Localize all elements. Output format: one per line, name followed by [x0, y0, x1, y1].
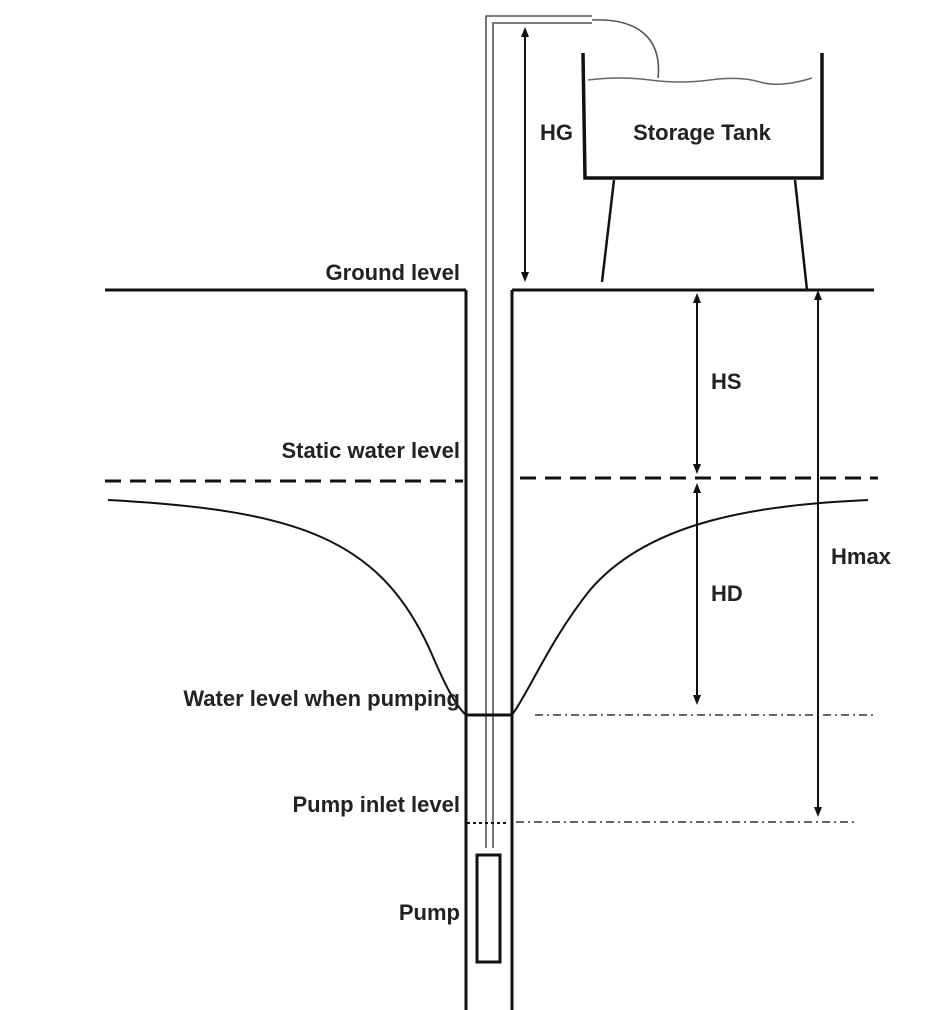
pump-body [475, 853, 502, 964]
storage-tank [581, 52, 824, 291]
hg-label: HG [540, 120, 573, 145]
hd-label: HD [711, 581, 743, 606]
ground-level-label: Ground level [326, 260, 460, 285]
storage-tank-label: Storage Tank [633, 120, 772, 145]
water-level-pumping-label: Water level when pumping [183, 686, 460, 711]
static-water-level-label: Static water level [281, 438, 460, 463]
drawdown-curve-left [107, 499, 467, 716]
pump-label: Pump [399, 900, 460, 925]
delivery-pipe [485, 15, 660, 848]
hmax-label: Hmax [831, 544, 892, 569]
pump-inlet-level-label: Pump inlet level [293, 792, 461, 817]
hs-label: HS [711, 369, 742, 394]
drawdown-curve-right [511, 499, 869, 716]
